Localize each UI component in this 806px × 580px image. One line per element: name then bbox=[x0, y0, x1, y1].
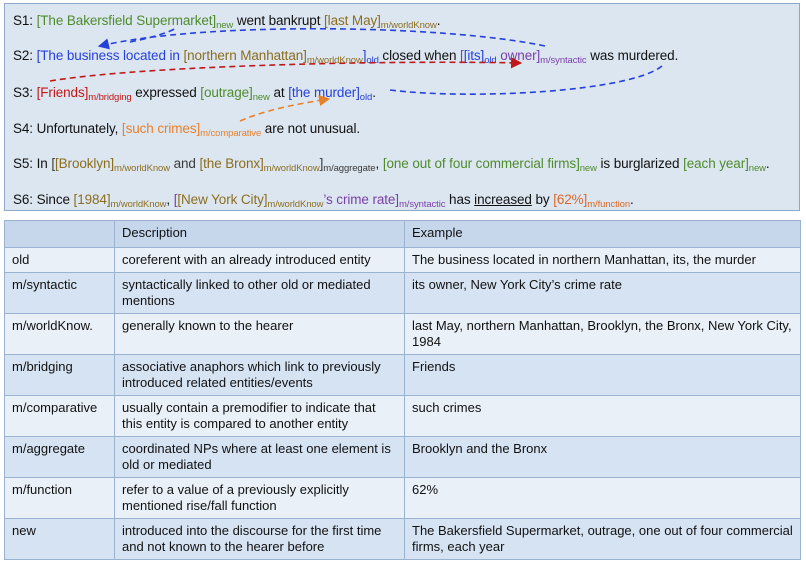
cell-example: Brooklyn and the Bronx bbox=[404, 436, 801, 478]
mention: [northern Manhattan]m/worldKnow bbox=[183, 48, 363, 66]
mention: [each year]new bbox=[683, 156, 766, 174]
cell-description: generally known to the hearer bbox=[114, 313, 405, 355]
cell-category: m/aggregate bbox=[4, 436, 115, 478]
sentence-s6: S6: Since [1984]m/worldKnow, [[New York … bbox=[13, 191, 634, 209]
mention: [one out of four commercial firms]new bbox=[382, 156, 597, 174]
mention: [1984]m/worldKnow bbox=[73, 192, 167, 210]
cell-example: 62% bbox=[404, 477, 801, 519]
header-category bbox=[4, 220, 115, 248]
header-description: Description bbox=[114, 220, 405, 248]
sentence-text: at bbox=[269, 85, 289, 100]
sentence-text: . bbox=[436, 13, 441, 28]
sentence-text: was murdered. bbox=[586, 48, 679, 63]
mention: [The business located in [northern Manha… bbox=[36, 48, 379, 66]
cell-category: m/bridging bbox=[4, 354, 115, 396]
cell-example: its owner, New York City’s crime rate bbox=[404, 272, 801, 314]
mention: [The Bakersfield Supermarket]new bbox=[36, 13, 234, 31]
sentence-text: is burglarized bbox=[596, 156, 684, 171]
cell-category: m/function bbox=[4, 477, 115, 519]
sentence-text: went bankrupt bbox=[233, 13, 325, 28]
cell-example: The Bakersfield Supermarket, outrage, on… bbox=[404, 518, 801, 560]
sentence-text: , bbox=[166, 192, 174, 207]
cell-example: such crimes bbox=[404, 395, 801, 437]
mention: [outrage]new bbox=[200, 85, 270, 103]
sentence-s4: S4: Unfortunately, [such crimes]m/compar… bbox=[13, 120, 360, 138]
mention: [the Bronx]m/worldKnow bbox=[199, 156, 320, 174]
example-sentences-box bbox=[4, 3, 800, 211]
cell-category: old bbox=[4, 247, 115, 273]
sentence-text: by bbox=[531, 192, 554, 207]
sentence-label: S1: bbox=[13, 13, 33, 28]
table-header-row: Description Example bbox=[4, 220, 801, 248]
sentence-text: . bbox=[630, 192, 634, 207]
sentence-s1: S1: [The Bakersfield Supermarket]new wen… bbox=[13, 12, 440, 30]
sentence-label: S5: bbox=[13, 156, 33, 171]
sentence-label: S4: bbox=[13, 121, 33, 136]
cell-description: syntactically linked to other old or med… bbox=[114, 272, 405, 314]
sentence-text: In bbox=[32, 156, 52, 171]
sentence-text-underlined: increased bbox=[474, 192, 532, 207]
mention: [its]old bbox=[463, 48, 497, 66]
sentence-text: Unfortunately, bbox=[32, 121, 122, 136]
sentence-text: closed when bbox=[378, 48, 461, 63]
sentence-s5: S5: In [[Brooklyn]m/worldKnow and [the B… bbox=[13, 155, 770, 173]
cell-description: coordinated NPs where at least one eleme… bbox=[114, 436, 405, 478]
cell-description: usually contain a premodifier to indicat… bbox=[114, 395, 405, 437]
sentence-text: . bbox=[765, 156, 770, 171]
cell-category: new bbox=[4, 518, 115, 560]
sentence-text: Since bbox=[32, 192, 74, 207]
mention: [the murder]old bbox=[288, 85, 373, 103]
mention: [New York City]m/worldKnow bbox=[177, 192, 324, 210]
sentence-s3: S3: [Friends]m/bridging expressed [outra… bbox=[13, 84, 376, 102]
sentence-label: S6: bbox=[13, 192, 33, 207]
sentence-text: , bbox=[375, 156, 383, 171]
cell-description: refer to a value of a previously explici… bbox=[114, 477, 405, 519]
mention: [such crimes]m/comparative bbox=[121, 121, 262, 139]
sentence-text: has bbox=[445, 192, 475, 207]
mention: [[New York City]m/worldKnow’s crime rate… bbox=[173, 192, 446, 210]
mention: [last May]m/worldKnow bbox=[324, 13, 437, 31]
sentence-label: S2: bbox=[13, 48, 33, 63]
cell-category: m/comparative bbox=[4, 395, 115, 437]
mention: [[Brooklyn]m/worldKnow and [the Bronx]m/… bbox=[51, 156, 376, 174]
cell-category: m/syntactic bbox=[4, 272, 115, 314]
sentence-text: expressed bbox=[131, 85, 201, 100]
cell-description: associative anaphors which link to previ… bbox=[114, 354, 405, 396]
table-row: m/worldKnow.generally known to the heare… bbox=[4, 313, 801, 355]
cell-example: last May, northern Manhattan, Brooklyn, … bbox=[404, 313, 801, 355]
cell-example: The business located in northern Manhatt… bbox=[404, 247, 801, 273]
header-example: Example bbox=[404, 220, 801, 248]
mention: [[its]old owner]m/syntactic bbox=[460, 48, 587, 66]
sentence-label: S3: bbox=[13, 85, 33, 100]
cell-description: introduced into the discourse for the fi… bbox=[114, 518, 405, 560]
sentence-s2: S2: [The business located in [northern M… bbox=[13, 47, 678, 65]
cell-example: Friends bbox=[404, 354, 801, 396]
sentence-text: are not unusual. bbox=[261, 121, 361, 136]
mention: [Brooklyn]m/worldKnow bbox=[55, 156, 170, 174]
mention: [62%]m/function bbox=[553, 192, 631, 210]
sentence-text: . bbox=[372, 85, 376, 100]
cell-description: coreferent with an already introduced en… bbox=[114, 247, 405, 273]
mention: [Friends]m/bridging bbox=[36, 85, 132, 103]
cell-category: m/worldKnow. bbox=[4, 313, 115, 355]
